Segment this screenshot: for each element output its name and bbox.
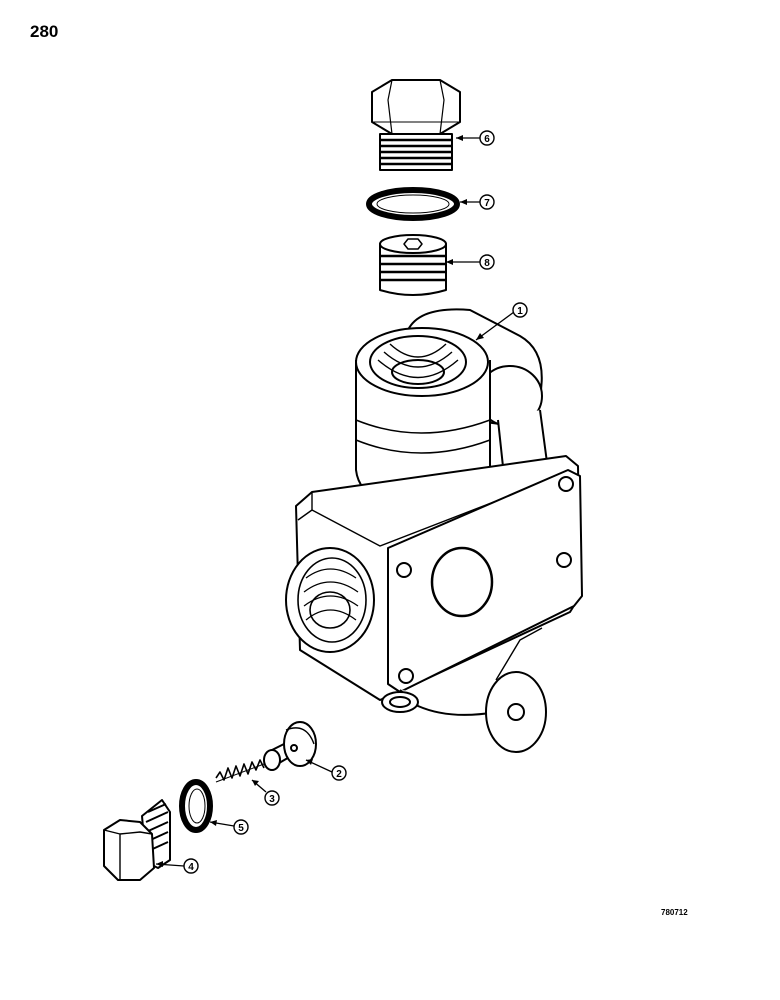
callout-1-label: 1 (517, 306, 523, 317)
callout-6: 6 (479, 130, 495, 146)
callout-2: 2 (331, 765, 347, 781)
callout-5: 5 (233, 819, 249, 835)
callout-3: 3 (264, 790, 280, 806)
callout-2-label: 2 (336, 769, 342, 780)
callout-8: 8 (479, 254, 495, 270)
callout-1: 1 (512, 302, 528, 318)
leader-arrowheads (156, 135, 484, 867)
part-1-valve-body (285, 308, 583, 753)
part-3-spring (215, 759, 265, 783)
part-5-o-ring (179, 779, 213, 833)
part-8-set-screw (379, 234, 447, 296)
callout-6-label: 6 (484, 134, 490, 145)
callout-4: 4 (183, 858, 199, 874)
callout-8-label: 8 (484, 258, 490, 269)
part-6-hex-plug (371, 79, 461, 171)
page-number: 280 (30, 22, 59, 41)
callout-7: 7 (479, 194, 495, 210)
figure-code: 780712 (661, 908, 688, 917)
part-2-poppet (263, 721, 317, 771)
part-4-hex-plug (103, 799, 171, 881)
callout-3-label: 3 (269, 794, 275, 805)
callout-7-label: 7 (484, 198, 490, 209)
callout-5-label: 5 (238, 823, 244, 834)
callout-4-label: 4 (188, 862, 194, 873)
part-7-o-ring (366, 187, 460, 221)
